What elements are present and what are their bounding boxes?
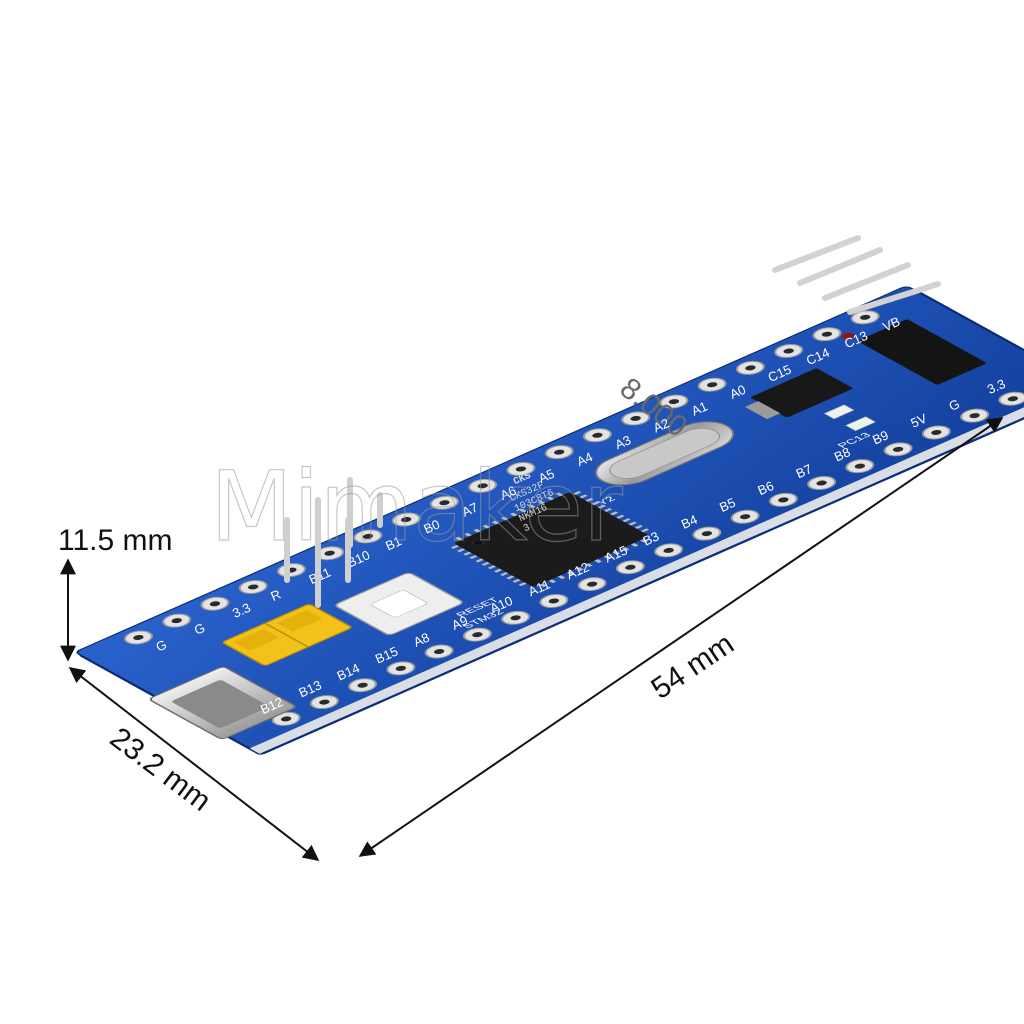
swd-pins (772, 235, 941, 315)
top-pin-label: VB (880, 314, 902, 335)
bottom-pin-label: 3.3 (985, 376, 1008, 397)
watermark: Mimaker (210, 451, 623, 563)
dimension-lines (60, 417, 1004, 861)
width-arrow (68, 667, 320, 861)
top-pin-label: A1 (689, 398, 710, 418)
swd-header (858, 319, 986, 385)
voltage-regulator (744, 368, 853, 420)
led-red-dot (841, 332, 855, 339)
power-led (823, 404, 855, 420)
top-pin-label: 3.3 (230, 600, 253, 621)
length-dimension: 54 mm (645, 627, 739, 706)
length-arrow (358, 417, 1004, 857)
boot-jumpers (222, 604, 352, 666)
top-pin-label: A0 (727, 382, 748, 402)
height-dimension: 11.5 mm (58, 524, 172, 557)
